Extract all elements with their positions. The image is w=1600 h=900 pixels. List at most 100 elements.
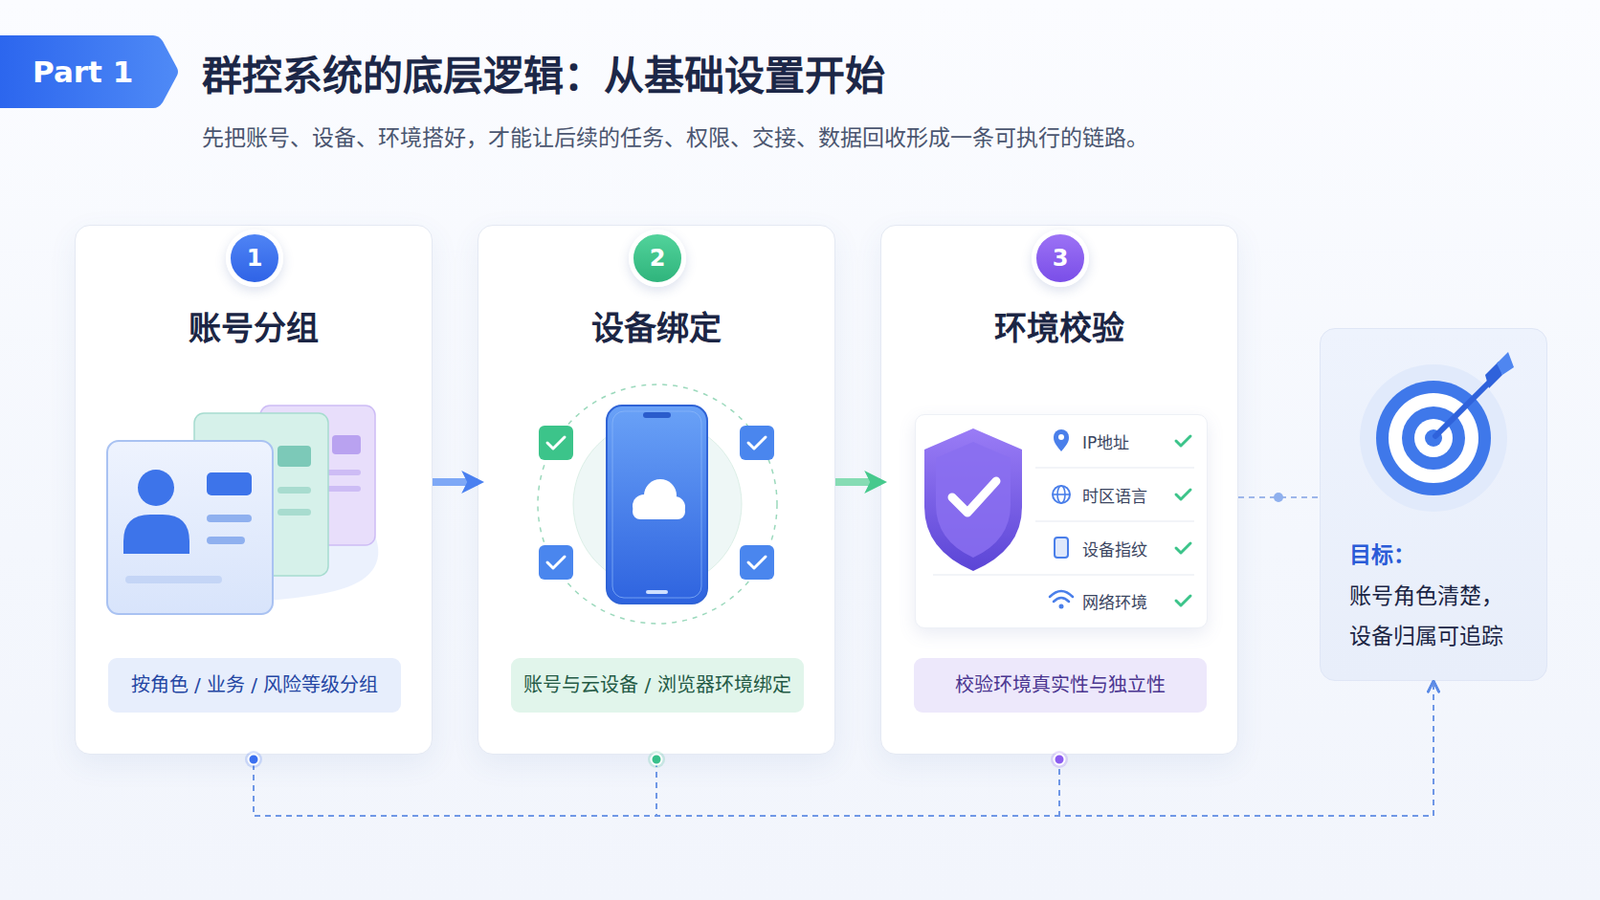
row-icon: [1049, 591, 1073, 598]
check-panel: IP地址时区语言设备指纹网络环境: [914, 414, 1208, 629]
target-icon: [1376, 380, 1491, 496]
trace-pin: [1050, 751, 1068, 769]
page-title: 群控系统的底层逻辑：从基础设置开始: [201, 51, 886, 102]
check-item: 设备指纹: [1082, 538, 1148, 562]
part-label: Part 1: [32, 35, 134, 109]
target-icon: [1496, 352, 1514, 376]
dashed-link: [1238, 496, 1320, 499]
row-icon: [1058, 434, 1065, 441]
flow-arrow: [835, 478, 881, 487]
id-card-stack: [326, 469, 361, 476]
id-card-stack: [326, 486, 361, 492]
target-icon: [1359, 364, 1508, 512]
target-icon: [1435, 378, 1493, 437]
cloud-phone: [537, 384, 778, 624]
cloud-phone: [632, 494, 656, 518]
id-card-stack: [137, 469, 175, 507]
id-card-stack: [206, 536, 245, 545]
step-number-text: 1: [230, 234, 279, 283]
step-number: 1: [225, 229, 284, 288]
shield-icon: [924, 428, 1023, 572]
check-mark: [1176, 436, 1191, 606]
target-icon: [1424, 429, 1443, 447]
check-item: 时区语言: [1082, 485, 1148, 509]
trace-pin: [651, 755, 663, 766]
check-item: IP地址: [1082, 431, 1130, 455]
step-note: 按角色 / 业务 / 风险等级分组: [108, 658, 401, 713]
id-card-stack: [125, 576, 223, 584]
goal-text: 账号角色清楚， 设备归属可追踪: [1349, 576, 1520, 657]
badge-shape: [0, 35, 178, 109]
id-card-stack: [277, 509, 312, 516]
trace-line: [1059, 681, 1434, 817]
step-number-text: 3: [1036, 234, 1085, 283]
id-card-stack: [277, 487, 312, 494]
row-icon: [1054, 537, 1068, 558]
row-icon: [1052, 493, 1070, 496]
goal-box: 目标： 账号角色清楚， 设备归属可追踪: [1319, 328, 1548, 682]
step-number: 3: [1031, 229, 1089, 288]
trace-pin: [647, 751, 666, 769]
cloud-phone: [612, 411, 702, 599]
step-pill: 校验环境真实性与独立性: [913, 658, 1207, 713]
row-icon: [1059, 604, 1065, 610]
check-mark: [1176, 543, 1191, 554]
cloud-phone: [573, 420, 742, 589]
target-icon: [1414, 419, 1453, 458]
row-icon: [1057, 486, 1066, 504]
row-divider: [1035, 466, 1195, 469]
step-heading: 设备绑定: [478, 308, 835, 349]
cloud-phone: [606, 405, 708, 604]
part-badge: Part 1: [0, 35, 179, 109]
id-card-stack: [107, 405, 378, 615]
cloud-phone: [644, 479, 677, 512]
cloud-phone: [632, 504, 686, 520]
cloud-phone: [664, 496, 686, 518]
cloud-phone: [643, 412, 671, 419]
step-pill: 账号与云设备 / 浏览器环境绑定: [511, 658, 804, 713]
check-badge: [748, 556, 766, 569]
check-badge: [538, 545, 574, 580]
check-badge: [547, 556, 565, 569]
id-card-stack: [123, 514, 190, 555]
step-card: 环境校验3IP地址时区语言设备指纹网络环境校验环境真实性与独立性: [880, 224, 1239, 756]
goal-heading: 目标：: [1349, 538, 1416, 572]
row-icon: [1053, 598, 1069, 602]
id-card-stack: [206, 472, 252, 496]
row-divider: [1035, 520, 1195, 523]
row-icon: [1052, 486, 1070, 504]
trace-pin: [1054, 755, 1066, 766]
step-note: 账号与云设备 / 浏览器环境绑定: [511, 658, 804, 713]
step-note: 校验环境真实性与独立性: [913, 658, 1207, 713]
link-dot: [1273, 492, 1284, 503]
check-badge: [739, 545, 775, 580]
id-card-stack: [194, 413, 329, 577]
step-card: 账号分组 1 按角色 / 业务 / 风险等级分组: [74, 224, 433, 756]
row-icon: [1053, 429, 1069, 452]
row-divider: [933, 467, 1195, 576]
id-card-stack: [260, 405, 376, 546]
trace-line: [656, 681, 1434, 817]
cloud-phone: [537, 384, 778, 624]
target-icon: [1401, 406, 1466, 470]
row-icon: [1049, 429, 1073, 610]
id-card-stack: [332, 435, 361, 455]
check-badge: [538, 425, 574, 461]
target-icon: [1359, 352, 1514, 512]
id-card-stack: [206, 514, 252, 523]
link-dot: [1273, 492, 1284, 503]
check-mark: [1176, 436, 1191, 446]
id-card-stack: [277, 445, 312, 467]
check-mark: [1176, 489, 1191, 500]
step-number: 2: [628, 229, 687, 288]
step-heading: 账号分组: [75, 308, 432, 349]
id-card-stack: [107, 441, 273, 615]
check-badge: [547, 437, 565, 449]
check-badge: [538, 425, 775, 580]
shield-icon: [935, 442, 1011, 558]
step-pill: 按角色 / 业务 / 风险等级分组: [108, 658, 401, 713]
page-subtitle: 先把账号、设备、环境搭好，才能让后续的任务、权限、交接、数据回收形成一条可执行的…: [201, 123, 1149, 153]
id-card-stack: [142, 517, 378, 602]
step-number-text: 2: [633, 234, 682, 283]
